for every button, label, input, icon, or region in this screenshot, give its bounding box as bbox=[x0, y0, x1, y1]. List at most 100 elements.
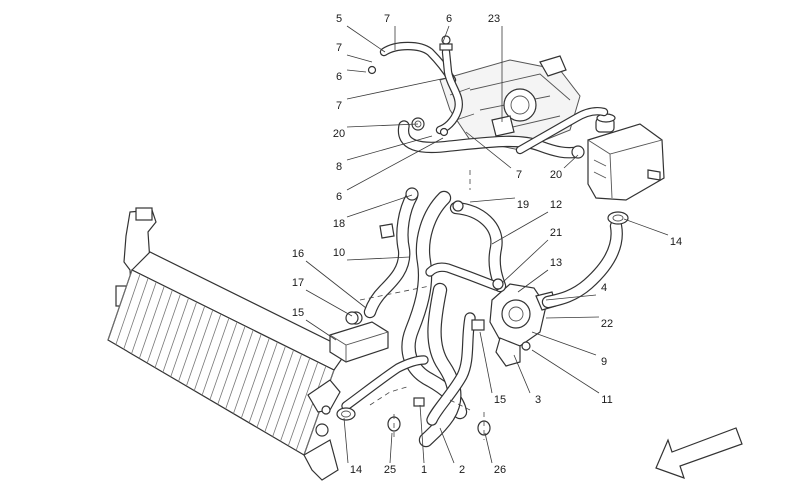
leader-line-c25 bbox=[389, 432, 393, 464]
radiator-fin bbox=[178, 305, 206, 382]
hoses bbox=[341, 41, 623, 448]
radiator-fin bbox=[154, 293, 181, 368]
leader-line-c10 bbox=[346, 256, 411, 261]
leader-line-c19 bbox=[469, 197, 516, 203]
callout-c21: 21 bbox=[550, 227, 562, 239]
callout-c14b: 14 bbox=[350, 464, 362, 476]
radiator-fins bbox=[107, 269, 335, 456]
leader-line-c17 bbox=[305, 289, 353, 317]
leader-line-c7c bbox=[346, 77, 447, 100]
callout-c6a: 6 bbox=[446, 13, 452, 25]
leader-line-c9 bbox=[531, 331, 597, 356]
hose-12 bbox=[449, 201, 507, 293]
callout-c4: 4 bbox=[601, 282, 607, 294]
leader-line-c8 bbox=[346, 135, 433, 161]
hose-10-core bbox=[402, 192, 466, 418]
leader-line-c15b bbox=[479, 331, 493, 394]
leader-lines bbox=[305, 25, 669, 464]
hose-engine-feed-core bbox=[517, 108, 607, 153]
clamps bbox=[336, 35, 629, 436]
radiator-fin bbox=[272, 353, 303, 437]
callout-c17: 17 bbox=[292, 277, 304, 289]
hose-engine-feed bbox=[515, 107, 609, 155]
callout-c13: 13 bbox=[550, 257, 562, 269]
radiator-fin bbox=[295, 365, 327, 451]
hose-2-core bbox=[427, 313, 475, 425]
radiator-fin bbox=[115, 273, 141, 345]
radiator-fin bbox=[123, 277, 149, 350]
callout-c6b: 6 bbox=[336, 71, 342, 83]
callout-c2: 2 bbox=[459, 464, 465, 476]
direction-arrow-icon bbox=[655, 427, 743, 479]
leader-line-c14a bbox=[623, 218, 669, 236]
hose-14-right-core bbox=[543, 221, 622, 307]
callout-c19: 19 bbox=[517, 199, 529, 211]
radiator-fin bbox=[138, 285, 165, 359]
callout-c6c: 6 bbox=[336, 191, 342, 203]
leader-line-c22 bbox=[545, 316, 600, 319]
hose-2 bbox=[426, 312, 476, 426]
radiator-fin bbox=[225, 329, 254, 410]
callout-c15a: 15 bbox=[292, 307, 304, 319]
radiator-fin bbox=[170, 301, 198, 377]
leader-line-c11 bbox=[531, 349, 600, 394]
radiator-fin bbox=[264, 349, 294, 433]
radiator-fin bbox=[233, 333, 262, 414]
leader-line-c15a bbox=[305, 319, 337, 341]
leader-line-c26 bbox=[484, 432, 493, 464]
expansion-tank bbox=[587, 113, 665, 201]
assembly-lines bbox=[359, 170, 485, 440]
leader-line-c20a bbox=[346, 123, 419, 128]
radiator-fin bbox=[146, 289, 173, 364]
callout-c3: 3 bbox=[535, 394, 541, 406]
leader-line-c12 bbox=[491, 211, 549, 245]
radiator-fin bbox=[186, 309, 214, 387]
leader-line-c16 bbox=[305, 260, 367, 309]
hose-rad-lower-core bbox=[342, 356, 428, 410]
oil-cooler bbox=[329, 306, 389, 363]
radiator-fin bbox=[209, 321, 238, 400]
callout-c25: 25 bbox=[384, 464, 396, 476]
callout-c22: 22 bbox=[601, 318, 613, 330]
callout-c26: 26 bbox=[494, 464, 506, 476]
hose-18 bbox=[363, 189, 419, 319]
callout-c11: 11 bbox=[601, 394, 612, 406]
callout-c5: 5 bbox=[336, 13, 342, 25]
callout-c20b: 20 bbox=[550, 169, 562, 181]
callout-c9: 9 bbox=[601, 356, 607, 368]
hose-vent-core bbox=[437, 49, 462, 133]
hose-18-core bbox=[365, 191, 417, 317]
leader-line-c4 bbox=[545, 294, 597, 301]
hose-upper-long-core bbox=[399, 121, 583, 158]
radiator-fin bbox=[107, 269, 133, 341]
radiator-fin bbox=[131, 281, 157, 354]
callout-c10: 10 bbox=[333, 247, 345, 259]
callout-c16: 16 bbox=[292, 248, 304, 260]
callout-c23: 23 bbox=[488, 13, 500, 25]
hose-10 bbox=[401, 190, 468, 420]
callout-c8: 8 bbox=[336, 161, 342, 173]
leader-line-c7b bbox=[346, 54, 373, 63]
leader-line-c7d bbox=[465, 131, 512, 169]
hose-top-small bbox=[379, 41, 457, 85]
radiator-fin bbox=[201, 317, 230, 396]
leader-line-c5 bbox=[346, 25, 386, 53]
leader-line-c2 bbox=[439, 427, 455, 464]
leader-line-c3 bbox=[513, 354, 531, 394]
leader-line-c20b bbox=[563, 154, 579, 169]
radiator-fin bbox=[162, 297, 189, 373]
leader-line-c6c bbox=[346, 137, 444, 191]
radiator-fin bbox=[280, 357, 311, 442]
hose-upper-long bbox=[397, 120, 584, 159]
callout-c7d: 7 bbox=[516, 169, 522, 181]
callout-c7c: 7 bbox=[336, 100, 342, 112]
leader-line-c14b bbox=[343, 417, 349, 464]
callout-c15b: 15 bbox=[494, 394, 506, 406]
leader-line-c6b bbox=[346, 69, 367, 73]
callout-c14a: 14 bbox=[670, 236, 682, 248]
callout-c12: 12 bbox=[550, 199, 562, 211]
radiator-fin bbox=[287, 361, 319, 446]
radiator-fin bbox=[248, 341, 278, 423]
hose-12-core bbox=[451, 203, 505, 291]
